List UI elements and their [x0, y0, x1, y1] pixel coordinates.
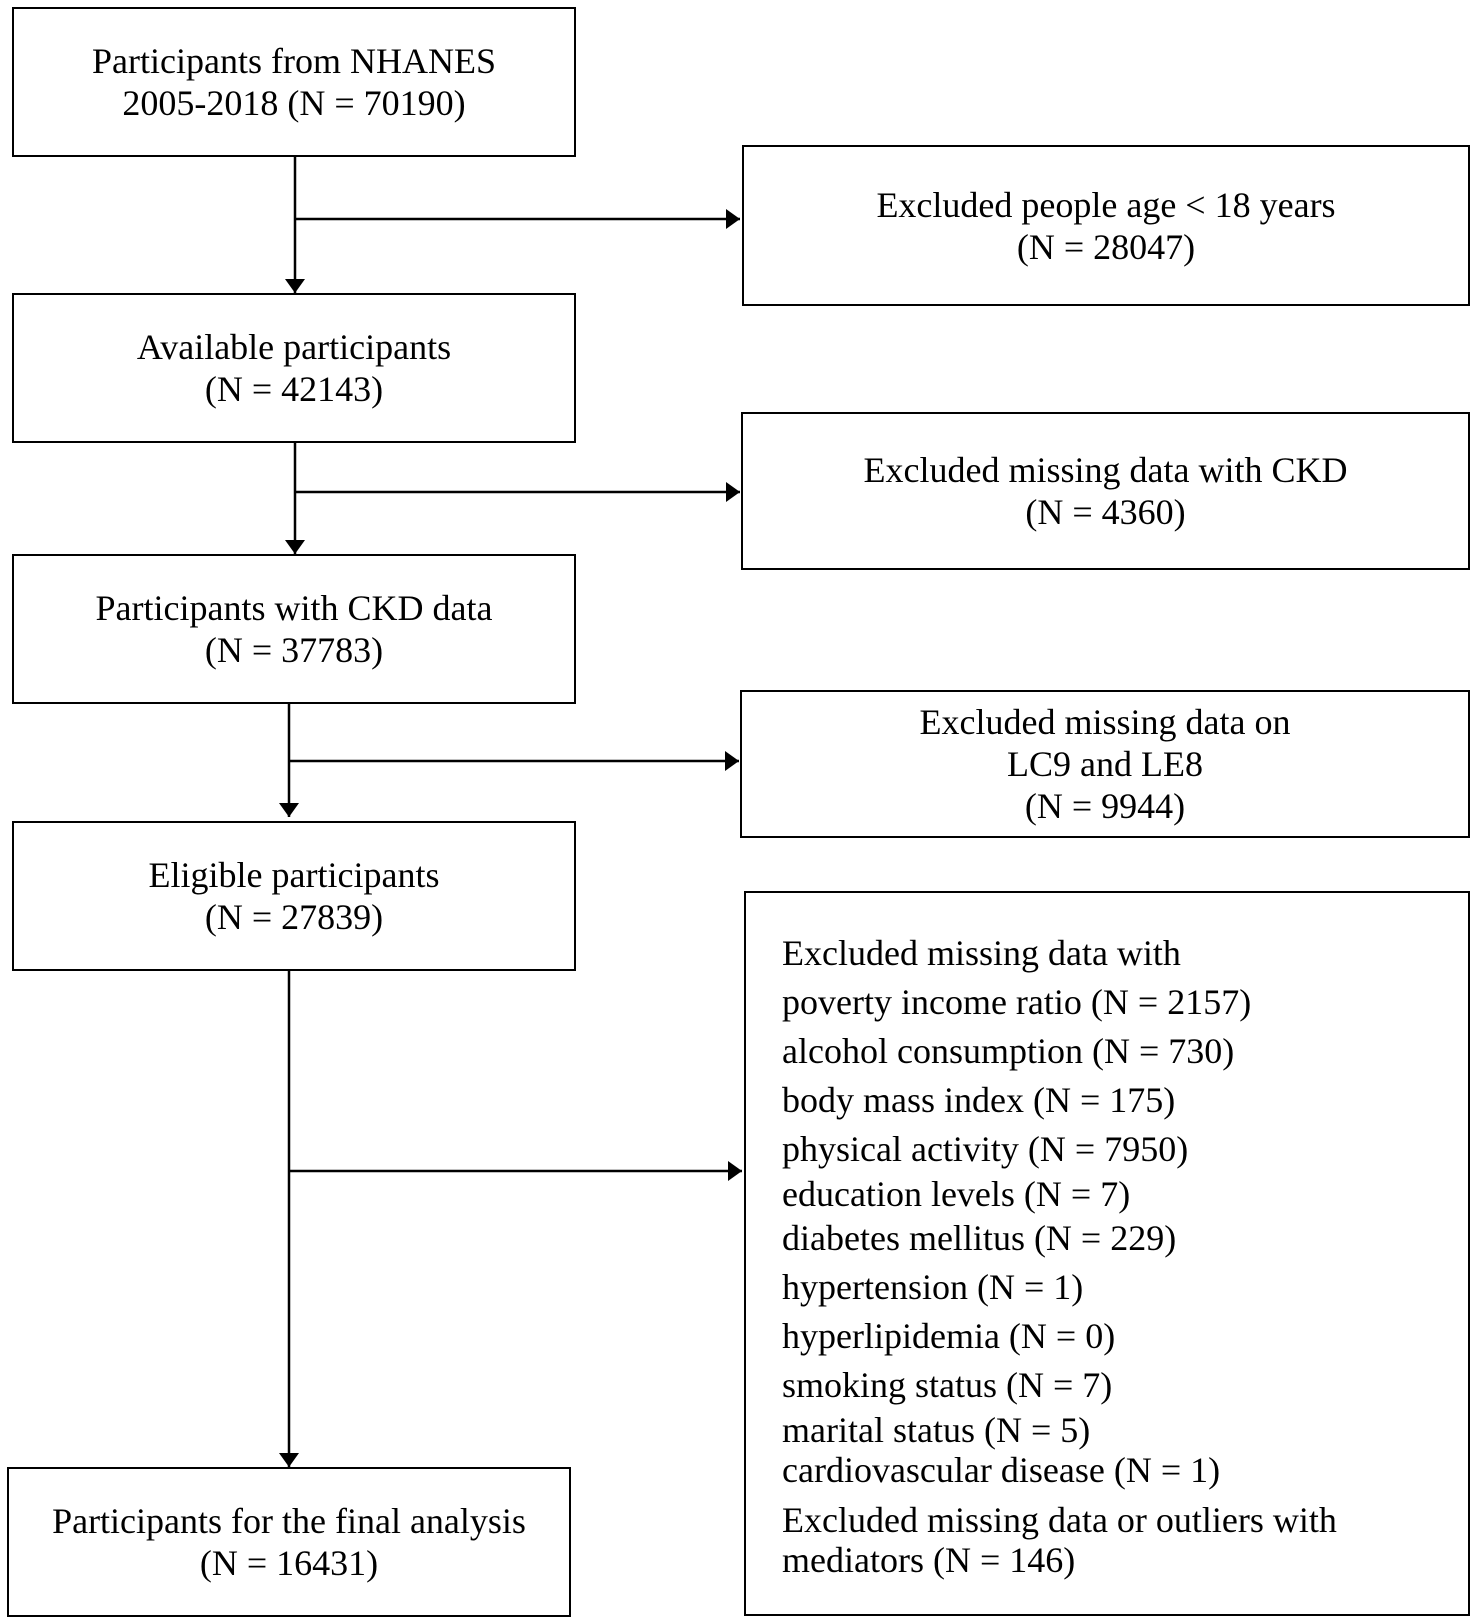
covariate-item-hyperlipidemia: hyperlipidemia (N = 0) [782, 1316, 1116, 1356]
box-start: Participants from NHANES 2005-2018 (N = … [12, 7, 576, 157]
box-exclusion-ckd-line-2: (N = 4360) [1025, 492, 1186, 532]
covariate-item-education: education levels (N = 7) [782, 1174, 1131, 1214]
box-exclusion-ckd-line-1: Excluded missing data with CKD [863, 450, 1348, 490]
covariate-item-smoking: smoking status (N = 7) [782, 1365, 1113, 1405]
box-final-line-1: Participants for the final analysis [52, 1501, 526, 1541]
box-final-line-2: (N = 16431) [199, 1543, 379, 1583]
box-start-line-1: Participants from NHANES [92, 41, 496, 81]
box-exclusion-lc9-line-3: (N = 9944) [1024, 786, 1186, 826]
covariate-item-marital: marital status (N = 5) [782, 1410, 1091, 1450]
covariate-heading: Excluded missing data with [782, 933, 1181, 973]
covariate-item-poverty: poverty income ratio (N = 2157) [782, 982, 1252, 1022]
box-exclusion-age-line-1: Excluded people age < 18 years [876, 184, 1336, 225]
box-available-line-2: (N = 42143) [204, 369, 384, 409]
box-final: Participants for the final analysis (N =… [7, 1467, 571, 1617]
box-available: Available participants (N = 42143) [12, 293, 576, 443]
box-eligible-line-1: Eligible participants [148, 855, 440, 895]
box-eligible: Eligible participants (N = 27839) [12, 821, 576, 971]
covariate-item-physical-activity: physical activity (N = 7950) [782, 1129, 1189, 1169]
box-ckd-line-1: Participants with CKD data [95, 588, 493, 628]
box-ckd: Participants with CKD data (N = 37783) [12, 554, 576, 704]
mediator-line-2: mediators (N = 146) [782, 1540, 1076, 1580]
covariate-item-hypertension: hypertension (N = 1) [782, 1267, 1084, 1307]
box-exclusion-lc9-line-1: Excluded missing data on [919, 702, 1291, 742]
box-covariate-exclusions: Excluded missing data with poverty incom… [744, 891, 1470, 1616]
box-exclusion-lc9-line-2: LC9 and LE8 [1007, 744, 1203, 784]
box-ckd-line-2: (N = 37783) [204, 630, 384, 670]
box-exclusion-ckd: Excluded missing data with CKD (N = 4360… [741, 412, 1470, 570]
box-available-line-1: Available participants [136, 327, 452, 367]
box-exclusion-age: Excluded people age < 18 years (N = 2804… [742, 145, 1470, 306]
box-eligible-line-2: (N = 27839) [204, 897, 384, 937]
covariate-item-diabetes: diabetes mellitus (N = 229) [782, 1218, 1177, 1258]
box-exclusion-lc9-le8: Excluded missing data on LC9 and LE8 (N … [740, 690, 1470, 838]
box-start-line-2: 2005-2018 (N = 70190) [122, 83, 466, 123]
covariate-item-cvd: cardiovascular disease (N = 1) [782, 1450, 1221, 1490]
mediator-line-1: Excluded missing data or outliers with [782, 1500, 1337, 1540]
covariate-item-alcohol: alcohol consumption (N = 730) [782, 1031, 1235, 1071]
box-exclusion-age-line-2: (N = 28047) [1016, 226, 1196, 267]
covariate-item-bmi: body mass index (N = 175) [782, 1080, 1176, 1120]
